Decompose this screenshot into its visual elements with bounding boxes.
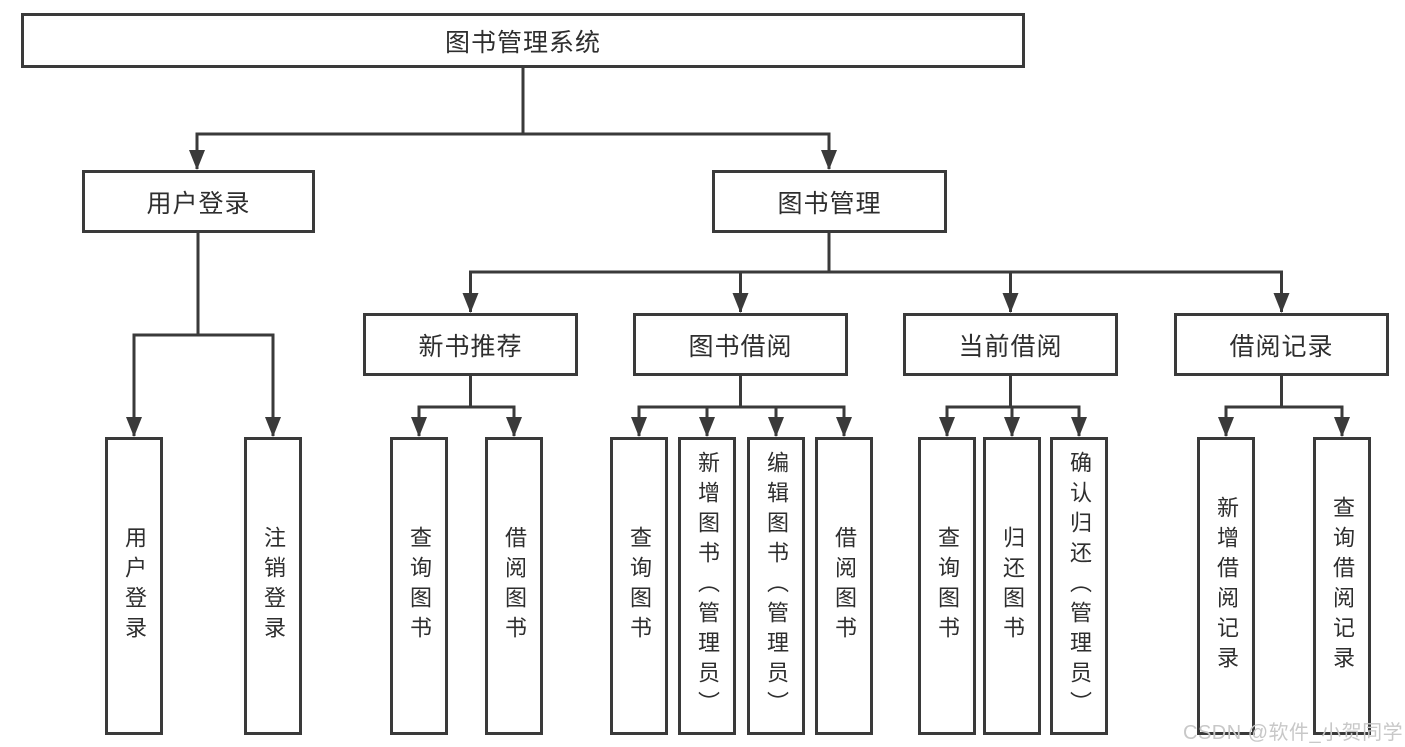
leaf-recommend-query-books: 查询图书: [390, 437, 448, 735]
leaf-add-borrow-record: 新增借阅记录: [1197, 437, 1255, 735]
leaf-return-books: 归还图书: [983, 437, 1041, 735]
connector-borrowing-records: [1218, 376, 1350, 437]
connector-new-book-recommendation: [411, 376, 522, 437]
connector-user-login: [126, 233, 281, 437]
leaf-recommend-borrow-books: 借阅图书: [485, 437, 543, 735]
node-label: 新书推荐: [418, 332, 523, 361]
leaf-edit-book-admin: 编辑图书（管理员）: [747, 437, 805, 735]
node-borrowing-records: 借阅记录: [1174, 313, 1389, 376]
node-label: 借阅图书: [502, 526, 527, 646]
connector-book-borrowing: [631, 376, 852, 437]
connector-current-borrowing: [939, 376, 1087, 437]
leaf-confirm-return-admin: 确认归还（管理员）: [1050, 437, 1108, 735]
leaf-add-book-admin: 新增图书（管理员）: [678, 437, 736, 735]
node-label: 用户登录: [122, 526, 147, 646]
node-label: 查询图书: [627, 526, 652, 646]
node-label: 注销登录: [261, 526, 286, 646]
node-label: 新增图书（管理员）: [695, 451, 720, 721]
leaf-borrowing-query-books: 查询图书: [610, 437, 668, 735]
node-label: 借阅记录: [1229, 332, 1334, 361]
node-label: 图书管理: [777, 189, 882, 218]
node-label: 图书借阅: [688, 332, 793, 361]
connector-book-management: [462, 233, 1290, 313]
node-label: 查询图书: [935, 526, 960, 646]
node-label: 编辑图书（管理员）: [764, 451, 789, 721]
node-label: 借阅图书: [832, 526, 857, 646]
node-book-management: 图书管理: [712, 170, 947, 233]
node-label: 新增借阅记录: [1214, 496, 1239, 676]
node-root-book-management-system: 图书管理系统: [21, 13, 1025, 68]
node-label: 查询借阅记录: [1330, 496, 1355, 676]
node-label: 查询图书: [407, 526, 432, 646]
node-label: 图书管理系统: [444, 28, 601, 57]
leaf-query-borrow-record: 查询借阅记录: [1313, 437, 1371, 735]
node-label: 归还图书: [1000, 526, 1025, 646]
leaf-logout: 注销登录: [244, 437, 302, 735]
node-label: 当前借阅: [958, 332, 1063, 361]
leaf-user-login: 用户登录: [105, 437, 163, 735]
node-label: 确认归还（管理员）: [1067, 451, 1092, 721]
node-user-login: 用户登录: [82, 170, 315, 233]
node-book-borrowing: 图书借阅: [633, 313, 848, 376]
node-new-book-recommendation: 新书推荐: [363, 313, 578, 376]
csdn-watermark: CSDN @软件_小贺同学: [1183, 722, 1404, 744]
node-current-borrowing: 当前借阅: [903, 313, 1118, 376]
node-label: 用户登录: [146, 189, 251, 218]
leaf-current-query-books: 查询图书: [918, 437, 976, 735]
leaf-borrowing-borrow-books: 借阅图书: [815, 437, 873, 735]
connector-root: [189, 68, 837, 170]
